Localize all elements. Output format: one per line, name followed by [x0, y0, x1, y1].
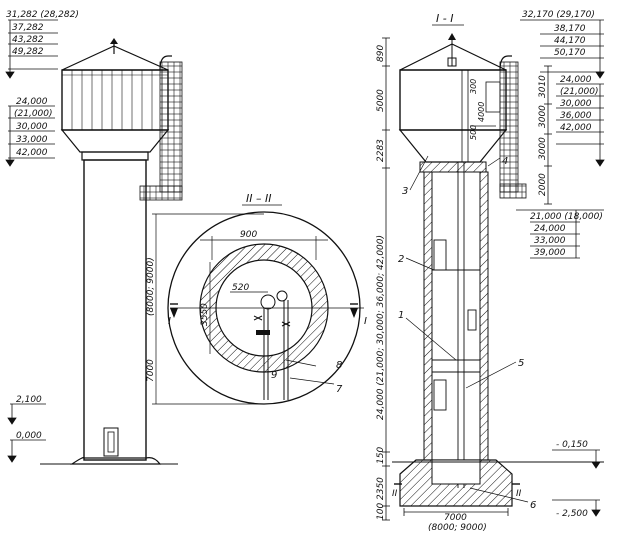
plan-view: II – II 900 520 3550 7000 (8000; 9000) I: [146, 192, 367, 405]
plan-section-mark-left: I: [168, 316, 171, 327]
section-left-dim-4: 24,000 (21,000; 30,000; 36,000; 42,000): [376, 235, 386, 420]
left-facade-view: 31,282 (28,282) 37,282 43,282 49,282 24,…: [5, 10, 183, 465]
section-shaft-level-3: 33,000: [534, 236, 566, 246]
section-shaft-level-marks: [516, 209, 604, 259]
plan-callout-8: 8: [336, 360, 342, 371]
section-inner-dim-3: 500: [469, 125, 478, 140]
left-tank-level-3: 30,000: [16, 122, 48, 132]
section-left-dim-7: 100: [376, 503, 386, 520]
section-left-dim-line: [382, 37, 390, 521]
section-right-dim-1: 3010: [538, 75, 548, 98]
plan-dim-900: 900: [240, 230, 257, 240]
section-callout-6: 6: [530, 500, 536, 511]
left-ladder-grid: [159, 61, 183, 193]
left-ground-level-2: 0,000: [16, 431, 42, 441]
left-balcony-grid: [139, 185, 183, 201]
section-inner-dim-1: 300: [469, 79, 478, 94]
section-callout-3: 3: [402, 186, 408, 197]
section-right-dim-3: 3000: [538, 137, 548, 160]
left-tank-level-1: 24,000: [16, 97, 48, 107]
section-tank-level-1: 24,000: [560, 75, 592, 85]
section-base-width: 7000: [444, 513, 467, 523]
plan-callout-7: 7: [336, 384, 343, 395]
section-left-dim-5: 150: [376, 447, 386, 464]
section-callout-1: 1: [398, 310, 404, 321]
section-tank-level-5: 42,000: [560, 123, 592, 133]
section-shaft-wall-left: [423, 171, 433, 461]
section-mark-ii-right: II: [516, 489, 522, 499]
left-shaft: [83, 159, 147, 461]
section-left-dim-1: 890: [376, 45, 386, 62]
left-ground-level-1: 2,100: [16, 395, 42, 405]
section-mark-ii-left: II: [392, 489, 398, 499]
left-tank-level-4: 33,000: [16, 135, 48, 145]
section-shaft-wall-right: [479, 171, 489, 461]
section-tank-level-4: 36,000: [560, 111, 592, 121]
section-tank-bottom: [398, 129, 508, 163]
section-base-width-alt: (8000; 9000): [428, 523, 487, 533]
section-ground-level-1: - 0,150: [556, 440, 588, 450]
plan-section-mark-right: I: [364, 316, 367, 327]
plan-dim-3550: 3550: [200, 303, 210, 326]
section-callout-4: 4: [502, 156, 508, 167]
left-tank-ribs: [62, 70, 168, 130]
section-left-dim-3: 2283: [376, 139, 386, 162]
section-callout-2: 2: [398, 254, 404, 265]
plan-callout-9: 9: [271, 370, 277, 381]
left-tank-level-marks: [5, 105, 55, 167]
section-ground-level-2: - 2,500: [556, 509, 588, 519]
left-roof: [61, 45, 169, 71]
left-level-top-2: 37,282: [12, 23, 44, 33]
left-level-top-1: 31,282 (28,282): [6, 10, 79, 20]
left-tank-bottom: [60, 129, 170, 153]
section-right-dim-line: [544, 65, 552, 205]
section-shaft-level-4: 39,000: [534, 248, 566, 258]
left-ground-level-marks: [7, 403, 46, 463]
section-level-top-3: 44,170: [554, 36, 586, 46]
section-view: I - I 32,170 (29,170) 38,170 44,170 50,1…: [376, 10, 605, 533]
left-tank-level-2: (21,000): [14, 109, 53, 119]
section-tank: [399, 69, 507, 131]
section-tank-level-marks: [556, 83, 605, 167]
plan-section-title: II – II: [246, 192, 271, 205]
section-level-top-4: 50,170: [554, 48, 586, 58]
section-tank-level-3: 30,000: [560, 99, 592, 109]
left-top-level-marks: [5, 19, 58, 79]
section-right-dim-4: 2000: [538, 173, 548, 196]
section-balcony-grid: [499, 183, 527, 199]
section-inner-dim-2: 4000: [477, 102, 486, 122]
section-top-level-marks: [520, 19, 605, 79]
section-title: I - I: [436, 12, 453, 25]
left-level-top-4: 49,282: [12, 47, 44, 57]
left-level-top-3: 43,282: [12, 35, 44, 45]
left-tank-level-5: 42,000: [16, 148, 48, 158]
section-shaft-level-1: 21,000 (18,000): [530, 212, 603, 222]
plan-dim-7000: 7000: [146, 359, 156, 382]
left-ground: [70, 457, 162, 465]
section-shaft-internals: [432, 162, 480, 488]
section-left-dim-6: 2350: [376, 477, 386, 500]
plan-dim-lines: [152, 213, 364, 405]
section-tank-level-2: (21,000): [560, 87, 599, 97]
section-right-dim-2: 3000: [538, 105, 548, 128]
section-level-top-2: 38,170: [554, 24, 586, 34]
section-shaft-level-2: 24,000: [534, 224, 566, 234]
plan-dim-8000-9000: (8000; 9000): [146, 257, 156, 316]
plan-dim-520: 520: [232, 283, 249, 293]
left-door: [103, 427, 119, 457]
section-ground-level-marks: [552, 449, 601, 517]
section-ladder-grid: [499, 61, 519, 193]
plan-pipes: [253, 290, 291, 400]
section-left-dim-2: 5000: [376, 89, 386, 112]
section-callout-5: 5: [518, 358, 524, 369]
section-level-top-1: 32,170 (29,170): [522, 10, 595, 20]
